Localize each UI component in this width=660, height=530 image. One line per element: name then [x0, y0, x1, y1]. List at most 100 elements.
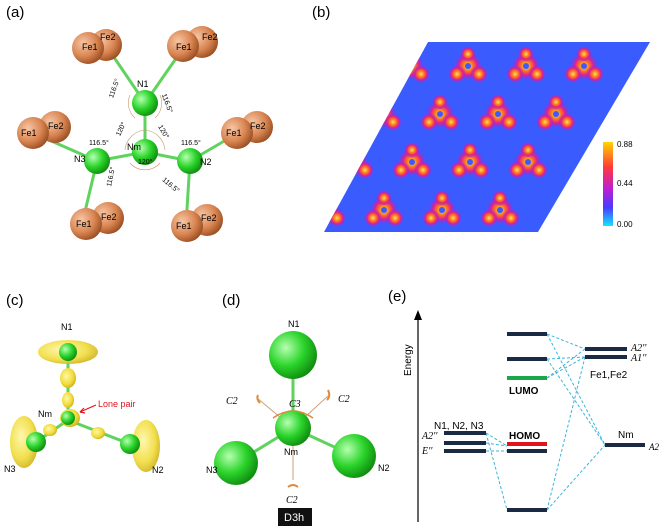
- elf-blob: [328, 209, 346, 227]
- elf-blob: [448, 65, 466, 83]
- elf-blob: [384, 113, 402, 131]
- elf-blob: [404, 142, 420, 158]
- c2-rotation-icon: [287, 484, 299, 488]
- n1-atom: [132, 90, 158, 116]
- elf-blob: [508, 161, 526, 179]
- n3-atom: [26, 432, 46, 452]
- svg-text:Fe1: Fe1: [176, 221, 192, 231]
- point-group-badge: [278, 508, 312, 526]
- elf-blob: [520, 142, 536, 158]
- panel-label-e: (e): [388, 288, 407, 305]
- elf-blob: [402, 46, 418, 62]
- elf-blob: [334, 161, 352, 179]
- svg-text:Fe1: Fe1: [21, 128, 37, 138]
- svg-text:Fe1: Fe1: [76, 219, 92, 229]
- panel-c-isosurface: N1 Nm N3 N2 Lone pair: [4, 322, 164, 475]
- elf-blob-core: [495, 111, 501, 117]
- left-group-label: N1, N2, N3: [434, 421, 484, 432]
- elf-blob-core: [324, 207, 329, 213]
- angle-label: 120°: [114, 121, 127, 138]
- isosurface-lobe: [43, 424, 57, 436]
- elf-blob: [490, 94, 506, 110]
- elf-blob-core: [409, 159, 415, 165]
- c2-axis-label: C2: [338, 394, 350, 405]
- elf-blob: [586, 65, 604, 83]
- left-level-label: A2'': [421, 431, 438, 442]
- elf-blob: [442, 113, 460, 131]
- left-level-label: E'': [421, 446, 433, 457]
- elf-blob: [478, 113, 496, 131]
- isosurface-lobe: [62, 392, 74, 408]
- elf-blob: [530, 161, 548, 179]
- elf-blob: [470, 65, 488, 83]
- elf-blob-core: [437, 111, 443, 117]
- elf-blob: [502, 209, 520, 227]
- elf-blob: [420, 113, 438, 131]
- n2-label: N2: [378, 463, 390, 473]
- n2-label: N2: [152, 465, 164, 475]
- colorbar-tick: 0.00: [617, 220, 633, 229]
- angle-label: 120°: [138, 158, 153, 166]
- elf-blob-core: [465, 63, 471, 69]
- fe-atom-group-bottom-left: Fe1 Fe2: [70, 202, 124, 240]
- elf-blob: [364, 209, 382, 227]
- lumo-level: [507, 376, 547, 380]
- colorbar-tick: 0.88: [617, 140, 633, 149]
- n1-label: N1: [61, 322, 73, 332]
- nm-level: [605, 443, 645, 447]
- elf-blob-core: [553, 111, 559, 117]
- isosurface-lobe: [60, 368, 76, 388]
- colorbar-tick: 0.44: [617, 179, 633, 188]
- elf-blob-core: [467, 159, 473, 165]
- fe-atom-group-mid-left: Fe1 Fe2: [17, 111, 71, 149]
- elf-blob: [422, 209, 440, 227]
- elf-blob: [414, 161, 432, 179]
- elf-blob: [462, 142, 478, 158]
- isosurface-lobe: [10, 416, 38, 468]
- nm-group-label: Nm: [618, 430, 634, 441]
- elf-blob: [374, 94, 390, 110]
- elf-blob: [460, 46, 476, 62]
- elf-blob: [536, 113, 554, 131]
- nm-label: Nm: [284, 447, 298, 457]
- angle-label: 116.5°: [160, 93, 174, 115]
- elf-blob: [492, 190, 508, 206]
- angle-label: 116.5°: [181, 139, 201, 147]
- svg-text:Fe1: Fe1: [176, 42, 192, 52]
- panel-b-elf-map: 0.88 0.44 0.00: [324, 42, 650, 232]
- elf-blob: [480, 209, 498, 227]
- elf-blob: [390, 65, 408, 83]
- elf-blob: [362, 113, 380, 131]
- right-level-label: A2'': [630, 343, 647, 354]
- right-group-label: Fe1,Fe2: [590, 370, 628, 381]
- panel-label-a: (a): [6, 4, 25, 21]
- panel-label-d: (d): [222, 292, 241, 309]
- elf-blob: [432, 94, 448, 110]
- elf-blob: [412, 65, 430, 83]
- elf-blob: [558, 113, 576, 131]
- fe-atom-group-top-right: Fe1 Fe2: [167, 26, 218, 62]
- fe-atom-group-mid-right: Fe1 Fe2: [221, 111, 273, 149]
- energy-axis-label: Energy: [403, 344, 414, 376]
- homo-label: HOMO: [509, 431, 540, 442]
- c2-axis-label: C2: [286, 495, 298, 506]
- isosurface-lobe: [91, 427, 105, 439]
- n3-atom: [84, 148, 110, 174]
- molecular-levels: [507, 332, 547, 512]
- right-level-label: A1'': [630, 353, 647, 364]
- c3-axis-label: C3: [289, 399, 301, 410]
- elf-map-background: [324, 42, 650, 232]
- fe-atom-group-bottom-right: Fe1 Fe2: [171, 204, 223, 242]
- elf-blob: [518, 46, 534, 62]
- svg-text:Fe2: Fe2: [100, 32, 116, 42]
- elf-blob: [392, 161, 410, 179]
- c3-rotation-arrow: [272, 410, 314, 419]
- elf-blob-core: [379, 111, 385, 117]
- panel-e-mo-diagram: Energy N1, N2, N3 A2'' E'' LUMO HOMO A2'…: [403, 310, 660, 522]
- nm-atom: [132, 139, 158, 165]
- panel-label-c: (c): [6, 292, 24, 309]
- nm-label: Nm: [127, 142, 141, 152]
- elf-blob-core: [439, 207, 445, 213]
- homo-level: [507, 442, 547, 446]
- panel-a-structure: Fe1 Fe2 Fe1 Fe2 Fe1 Fe2 Fe1 Fe2 Fe1 Fe2 …: [17, 26, 273, 242]
